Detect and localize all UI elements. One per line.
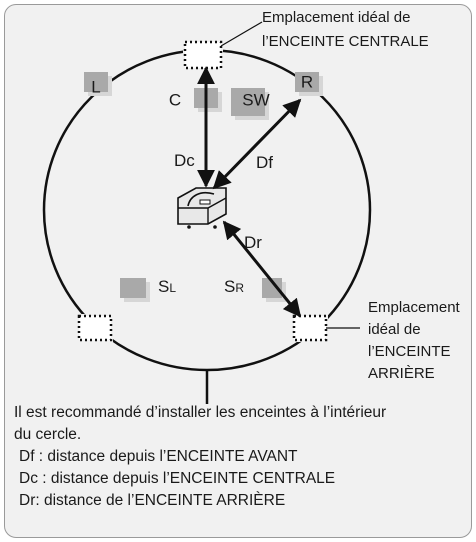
notes-block: Il est recommandé d’installer les encein…: [14, 402, 462, 512]
speaker-center: C: [169, 88, 222, 112]
ideal-center-position: [183, 40, 223, 70]
speaker-center-label: C: [169, 90, 181, 109]
speaker-left-label: L: [91, 77, 100, 96]
speaker-right-label: R: [301, 72, 313, 91]
subwoofer-label: SW: [242, 90, 269, 109]
surround-right-label: SR: [224, 277, 244, 296]
dr-label: Dr: [244, 233, 262, 252]
center-callout-line2: l’ENCEINTE CENTRALE: [262, 33, 429, 50]
df-label: Df: [256, 153, 273, 172]
note-main-line2: du cercle.: [14, 426, 82, 443]
speaker-surround-left: SL: [120, 277, 176, 302]
note-dc: Dc : distance depuis l’ENCEINTE CENTRALE: [19, 470, 336, 487]
dr-arrow: [222, 220, 302, 318]
speaker-left: L: [84, 72, 112, 96]
rear-callout-line2: idéal de: [368, 321, 421, 338]
rear-callout-line3: l’ENCEINTE: [368, 343, 451, 360]
rear-callout-line1: Emplacement: [368, 299, 461, 316]
surround-left-label: SL: [158, 277, 176, 296]
note-dr: Dr: distance de l’ENCEINTE ARRIÈRE: [19, 492, 286, 509]
note-df: Df : distance depuis l’ENCEINTE AVANT: [19, 448, 298, 465]
center-callout-leader: [220, 21, 263, 47]
center-callout-line1: Emplacement idéal de: [262, 9, 410, 26]
speaker-right: R: [295, 72, 323, 96]
subwoofer: SW: [231, 88, 270, 120]
df-arrow: [212, 98, 302, 190]
ideal-rear-left-position: [77, 314, 113, 342]
ideal-rear-right-position: [292, 314, 328, 342]
dc-label: Dc: [174, 151, 195, 170]
rear-callout-line4: ARRIÈRE: [368, 365, 435, 382]
note-main-line1: Il est recommandé d’installer les encein…: [14, 404, 387, 421]
listening-position: [177, 187, 227, 229]
